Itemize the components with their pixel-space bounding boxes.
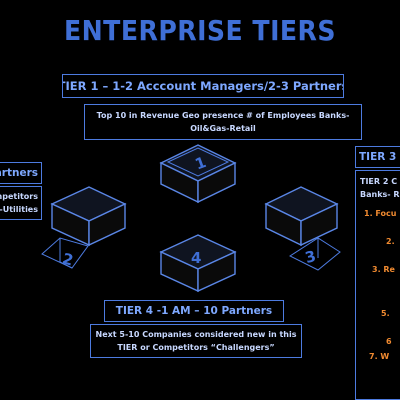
tier3-list-item: 7. W [369,352,390,361]
tier1-description: Top 10 in Revenue Geo presence # of Empl… [84,104,362,140]
tier1-heading: TIER 1 – 1-2 Acccount Managers/2-3 Partn… [62,74,344,98]
page-title: ENTERPRISE TIERS [63,14,337,47]
tier2-heading: artners [0,162,42,184]
cube-1: 1 [159,144,237,204]
cube-3-label: 3 [303,247,318,267]
cube-2: 2 [41,186,127,270]
tier2-description-line2: -Utilities [0,205,38,214]
tier3-list-item: 6 [386,337,392,346]
tier2-description-line1: mpetitors [0,192,38,201]
tier3-list-item: 2. [386,237,395,246]
tier3-description-line1: TIER 2 C [360,177,398,186]
cube-2-label: 2 [61,249,76,269]
tier4-heading: TIER 4 -1 AM – 10 Partners [104,300,284,322]
cube-4-label: 4 [191,249,201,267]
cube-4: 4 [159,234,237,293]
tier3-description-line2: Banks- R [360,190,400,199]
tier3-list-item: 3. Re [372,265,395,274]
cube-3: 3 [264,186,341,271]
tier3-heading: TIER 3 [355,146,400,168]
tier3-list-item: 5. [381,309,390,318]
tier4-description: Next 5-10 Companies considered new in th… [90,324,302,358]
tier3-description: TIER 2 C Banks- R [360,175,400,201]
tier3-list-item: 1. Focu [364,209,397,218]
tier2-description: mpetitors -Utilities [0,186,42,220]
